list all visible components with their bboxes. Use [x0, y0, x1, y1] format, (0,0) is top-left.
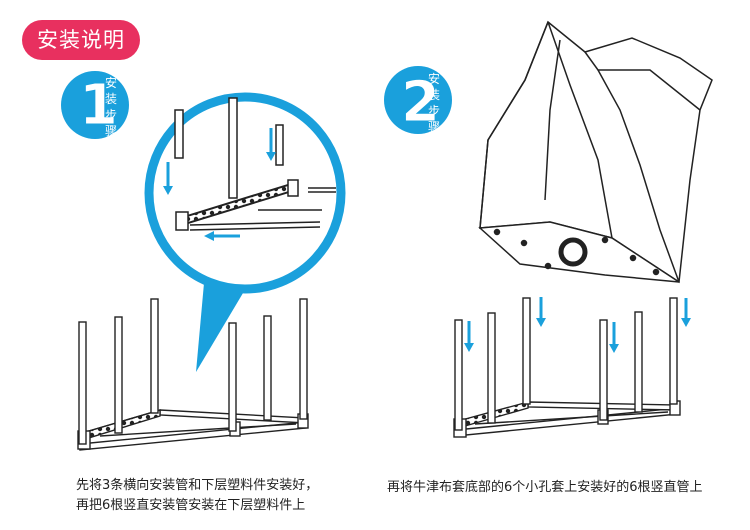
- step-2-label-char-2: 装: [428, 88, 440, 102]
- step-1-caption: 先将3条横向安装管和下层塑料件安装好， 再把6根竖直安装管安装在下层塑料件上: [76, 476, 356, 516]
- step-2-label-char-3: 步: [428, 104, 440, 118]
- step-2-badge: 2 安 装 步 骤: [384, 66, 452, 136]
- frame-step-2: [453, 297, 681, 438]
- step-1-label-char-3: 步: [105, 108, 117, 122]
- step-1-label-char-1: 安: [105, 75, 117, 90]
- fabric-cover: [478, 20, 713, 284]
- step-1-label-char-2: 装: [105, 92, 117, 106]
- step-1-badge: 1 安 装 步 骤: [61, 71, 129, 139]
- step-2-label-char-4: 骤: [428, 120, 440, 134]
- insert-arrows: [464, 297, 691, 353]
- step-2-caption: 再将牛津布套底部的6个小孔套上安装好的6根竖直管上: [387, 478, 747, 498]
- step-2-number: 2: [401, 70, 440, 135]
- frame-step-1: [77, 298, 309, 451]
- step-2-label-char-1: 安: [428, 71, 440, 86]
- title-badge: 安装说明: [22, 20, 140, 60]
- step-1-number: 1: [79, 73, 118, 138]
- step-2-caption-line-1: 再将牛津布套底部的6个小孔套上安装好的6根竖直管上: [387, 480, 703, 495]
- step-1-label-char-4: 骤: [105, 124, 117, 138]
- step-1-caption-line-1: 先将3条横向安装管和下层塑料件安装好，: [76, 478, 319, 493]
- step-1-caption-line-2: 再把6根竖直安装管安装在下层塑料件上: [76, 498, 306, 513]
- zoom-detail-circle: [144, 92, 346, 372]
